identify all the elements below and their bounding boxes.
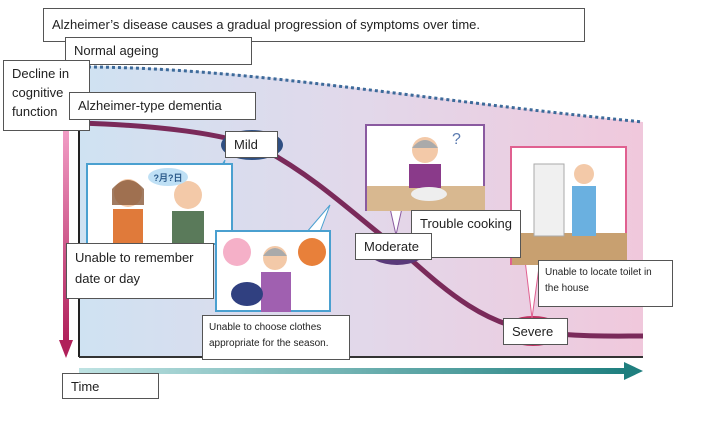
stage-moderate: Moderate xyxy=(355,233,432,260)
normal-ageing-line xyxy=(87,65,644,124)
illustration-cooking: ? xyxy=(365,124,485,211)
stage-mild: Mild xyxy=(225,131,278,158)
time-label: Time xyxy=(62,373,159,399)
calendar-bubble-text: ?月?日 xyxy=(154,173,183,183)
diagram-title: Alzheimer’s disease causes a gradual pro… xyxy=(43,8,585,42)
illustration-toilet xyxy=(510,146,627,265)
stage-severe: Severe xyxy=(503,318,568,345)
symptom-clothes: Unable to choose clothes appropriate for… xyxy=(202,315,350,360)
normal-ageing-label: Normal ageing xyxy=(65,37,252,65)
symptom-date: Unable to remember date or day xyxy=(66,243,214,299)
time-arrow-shaft xyxy=(79,368,627,374)
illustration-clothes xyxy=(215,230,331,312)
dementia-label: Alzheimer-type dementia xyxy=(69,92,256,120)
symptom-toilet: Unable to locate toilet in the house xyxy=(538,260,673,307)
svg-text:?: ? xyxy=(452,131,461,148)
time-arrow-head xyxy=(624,362,643,380)
decline-arrow-head xyxy=(59,340,73,358)
illustration-forgetting-date: ?月?日 xyxy=(86,163,233,245)
decline-arrow-shaft xyxy=(63,125,69,343)
